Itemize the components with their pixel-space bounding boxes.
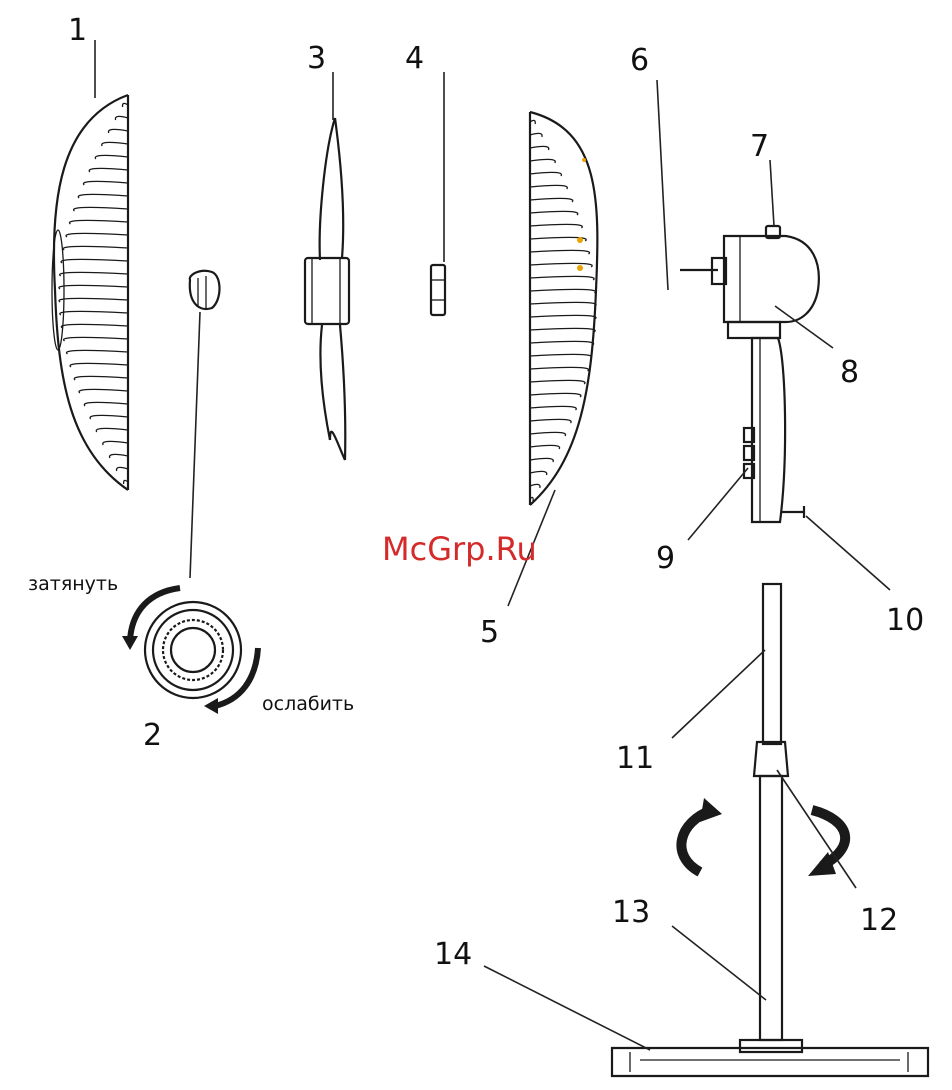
grille-rib — [61, 324, 128, 328]
grille-rib — [90, 415, 128, 419]
grille-rib — [530, 458, 553, 462]
grille-rib — [530, 263, 592, 267]
grille-rib — [530, 315, 596, 319]
grille-rib — [530, 302, 596, 306]
grille-rib — [530, 211, 578, 215]
label-14: 14 — [434, 937, 472, 972]
grille-rib — [63, 246, 128, 250]
label-13: 13 — [612, 895, 650, 930]
grille-rib — [60, 311, 128, 315]
label-2: 2 — [143, 718, 162, 753]
grille-rib — [530, 380, 585, 384]
grille-rib — [96, 428, 128, 432]
stand — [612, 584, 928, 1076]
grille-rib — [79, 389, 128, 393]
watermark: McGrp.Ru — [382, 530, 537, 568]
grille-rib — [110, 454, 128, 458]
label-10: 10 — [886, 603, 924, 638]
grille-rib — [64, 337, 128, 341]
grille-rib — [59, 285, 128, 289]
motor-housing — [680, 226, 819, 338]
grille-rib — [74, 376, 128, 380]
grille-rib — [89, 168, 128, 172]
fan-blade — [305, 118, 349, 460]
grille-rib — [530, 341, 594, 345]
grille-rib — [66, 350, 128, 354]
grille-rib — [530, 159, 555, 163]
tighten-arrow — [122, 588, 180, 650]
grille-rib — [61, 259, 128, 263]
grille-rib — [530, 289, 596, 293]
grille-rib — [530, 224, 582, 228]
label-3: 3 — [307, 41, 326, 76]
grille-rib — [530, 198, 573, 202]
grille-rib — [530, 484, 540, 488]
grille-rib — [530, 276, 594, 280]
grille-rib — [530, 419, 571, 423]
grille-rib — [102, 142, 128, 146]
spinner-knob — [190, 271, 220, 309]
grille-rib — [78, 194, 128, 198]
grille-rib — [530, 250, 590, 254]
rear-grille — [52, 95, 128, 490]
grille-rib — [74, 207, 128, 211]
grille-rib — [59, 298, 128, 302]
grille-rib — [83, 181, 128, 185]
grille-rib — [530, 354, 591, 358]
grille-rib — [108, 129, 128, 133]
rotate-arrow-left — [681, 798, 722, 872]
grille-rib — [66, 233, 128, 237]
grille-rib — [60, 272, 128, 276]
grille-rib — [103, 441, 128, 445]
grille-rib — [530, 393, 581, 397]
grille-rib — [530, 432, 566, 436]
blade-nut — [431, 265, 445, 315]
label-9: 9 — [656, 541, 675, 576]
grille-rib — [530, 172, 561, 176]
grille-rib — [117, 467, 128, 471]
label-8: 8 — [840, 355, 859, 390]
label-12: 12 — [860, 903, 898, 938]
grille-rib — [70, 363, 128, 367]
loosen-label: ослабить — [262, 693, 354, 715]
switch-panel — [744, 338, 804, 522]
grille-rib — [530, 328, 595, 332]
label-7: 7 — [750, 129, 769, 164]
grille-rib — [530, 406, 576, 410]
front-grille — [530, 112, 597, 505]
spinner-ring-detail — [145, 602, 241, 698]
label-4: 4 — [405, 41, 424, 76]
grille-rib — [530, 471, 547, 475]
grille-rib — [530, 133, 542, 137]
label-1: 1 — [68, 13, 87, 48]
label-11: 11 — [616, 741, 654, 776]
grille-rib — [530, 146, 549, 150]
grille-rib — [530, 445, 560, 449]
tighten-label: затянуть — [28, 573, 118, 595]
label-6: 6 — [630, 43, 649, 78]
grille-rib — [530, 185, 567, 189]
grille-rib — [115, 116, 128, 120]
grille-rib — [69, 220, 128, 224]
grille-rib — [95, 155, 128, 159]
grille-rib — [84, 402, 128, 406]
grille-rib — [530, 367, 589, 371]
label-5: 5 — [480, 615, 499, 650]
